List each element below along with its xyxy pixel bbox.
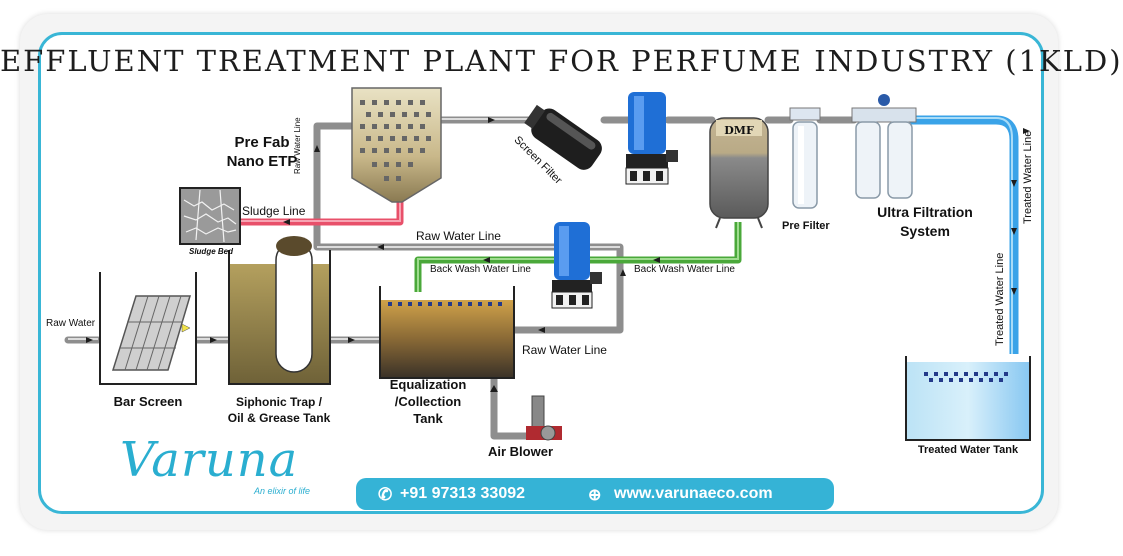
phone-number[interactable]: +91 97313 33092 xyxy=(400,485,526,502)
treated-water-tank-label: Treated Water Tank xyxy=(917,444,1019,456)
treated-water-line-label-b: Treated Water Line xyxy=(1022,130,1034,224)
back-wash-right-label: Back Wash Water Line xyxy=(634,264,735,275)
backwash-pump xyxy=(551,222,602,309)
siphonic-trap xyxy=(228,236,331,385)
website-link[interactable]: www.varunaeco.com xyxy=(614,485,773,502)
diagram-title: EFFLUENT TREATMENT PLANT FOR PERFUME IND… xyxy=(0,44,1123,78)
raw-water-vertical-label: Raw Water Line xyxy=(293,117,302,174)
brand-logo: Varuna xyxy=(120,432,299,488)
process-diagram xyxy=(64,87,1031,441)
equalization-tank xyxy=(379,286,515,379)
pre-filter-label: Pre Filter xyxy=(782,220,830,232)
bar-screen-label: Bar Screen xyxy=(113,394,183,409)
oil-grease-tank-label: Oil & Grease Tank xyxy=(227,411,331,425)
bar-screen xyxy=(99,272,197,385)
sludge-bed-label: Sludge Bed xyxy=(188,247,233,256)
tank-label: Tank xyxy=(413,411,443,426)
collection-label: /Collection xyxy=(394,394,462,409)
sludge-bed xyxy=(179,187,241,245)
screen-filter xyxy=(524,104,602,170)
contact-bar: ✆ +91 97313 33092 ⊕ www.varunaeco.com xyxy=(356,478,834,510)
raw-water-line-upper-label: Raw Water Line xyxy=(416,229,501,243)
dmf-vessel xyxy=(709,117,769,229)
air-blower xyxy=(526,395,562,441)
raw-water-line-lower-label: Raw Water Line xyxy=(522,343,607,357)
sludge-line-label: Sludge Line xyxy=(242,204,306,218)
sludge-line xyxy=(240,202,404,226)
siphonic-trap-label: Siphonic Trap / xyxy=(235,395,322,409)
brand-tagline: An elixir of life xyxy=(254,486,311,496)
pre-fab-label: Pre Fab xyxy=(234,134,290,151)
ultra-filtration-label: Ultra Filtration xyxy=(877,204,973,220)
phone-icon: ✆ xyxy=(378,485,393,504)
ultra-filtration-system-label: System xyxy=(900,223,950,239)
dmf-label: DMF xyxy=(724,124,754,137)
back-wash-left-label: Back Wash Water Line xyxy=(430,264,531,275)
feed-pump xyxy=(625,92,678,185)
equalization-label: Equalization xyxy=(389,377,467,392)
ultra-filtration-unit xyxy=(851,94,917,199)
nano-etp-tank xyxy=(351,87,442,203)
treated-water-tank xyxy=(905,356,1031,441)
air-blower-label: Air Blower xyxy=(488,444,554,459)
pre-filter xyxy=(789,107,821,209)
raw-water-input-label: Raw Water xyxy=(46,318,96,329)
globe-icon: ⊕ xyxy=(588,487,602,504)
nano-etp-label: Nano ETP xyxy=(226,153,298,170)
treated-water-line xyxy=(908,115,1019,354)
treated-water-line-label-a: Treated Water Line xyxy=(994,252,1006,346)
